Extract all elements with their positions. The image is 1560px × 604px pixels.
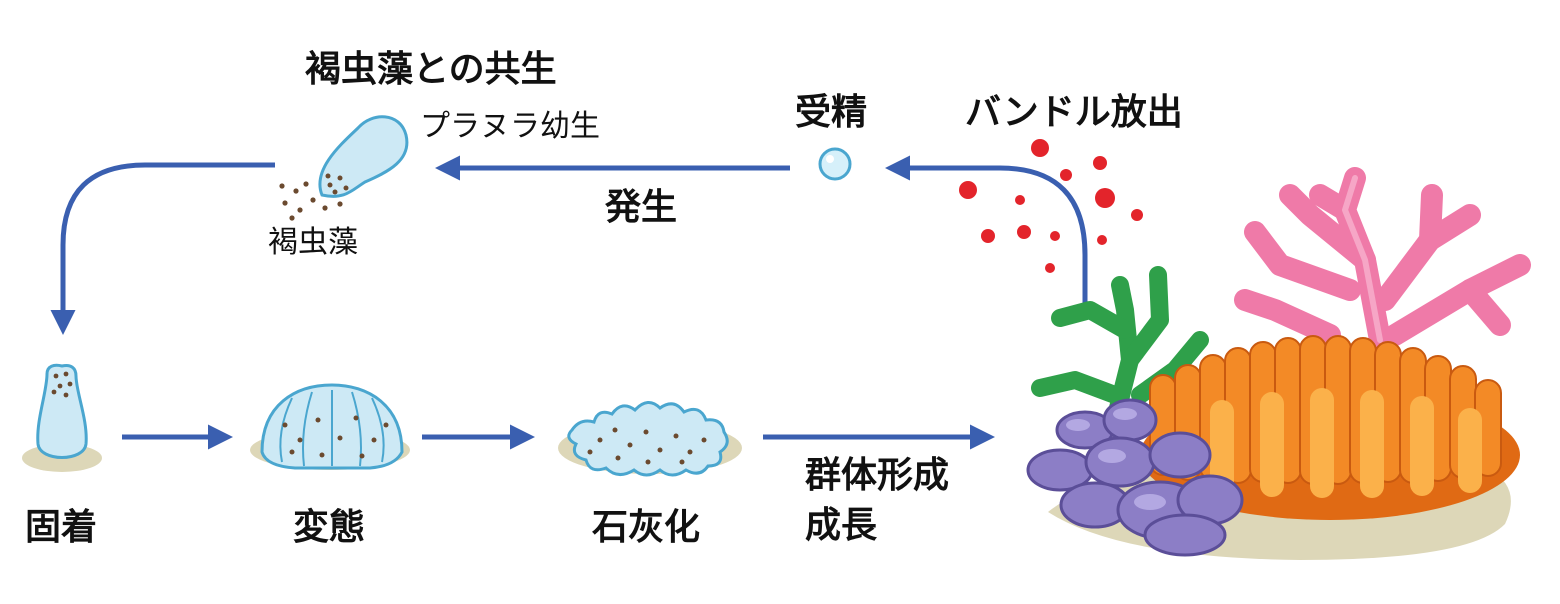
label-zooxanthellae: 褐虫藻 xyxy=(268,225,358,260)
purple-coral xyxy=(1026,398,1244,557)
green-coral xyxy=(1031,266,1209,429)
attached-larva-icon xyxy=(22,363,102,472)
zooxanthellae-dots xyxy=(279,181,343,221)
label-metamorphosis: 変態 xyxy=(293,507,366,548)
arrow-larva-to-attach xyxy=(50,162,275,335)
label-planula: プラヌラ幼生 xyxy=(420,109,600,144)
label-bundle-release: バンドル放出 xyxy=(965,92,1183,133)
label-growth: 成長 xyxy=(805,505,878,546)
pink-branching-coral xyxy=(1234,167,1531,351)
planula-larva-icon xyxy=(318,115,409,198)
arrow-bundle-to-egg xyxy=(885,155,1088,318)
fertilized-egg-icon xyxy=(818,147,852,181)
calcified-polyp-icon xyxy=(558,401,742,477)
label-fertilization: 受精 xyxy=(795,92,868,133)
label-development: 発生 xyxy=(605,187,678,228)
label-colony-formation: 群体形成 xyxy=(805,455,950,496)
metamorphosed-polyp-icon xyxy=(250,383,410,470)
label-symbiosis: 褐虫藻との共生 xyxy=(305,49,557,90)
coral-reef-icon xyxy=(1026,167,1531,560)
bundle-dots xyxy=(959,139,1143,273)
label-calcification: 石灰化 xyxy=(592,507,701,548)
label-attachment: 固着 xyxy=(25,507,98,548)
cycle-arrows xyxy=(50,155,1088,450)
